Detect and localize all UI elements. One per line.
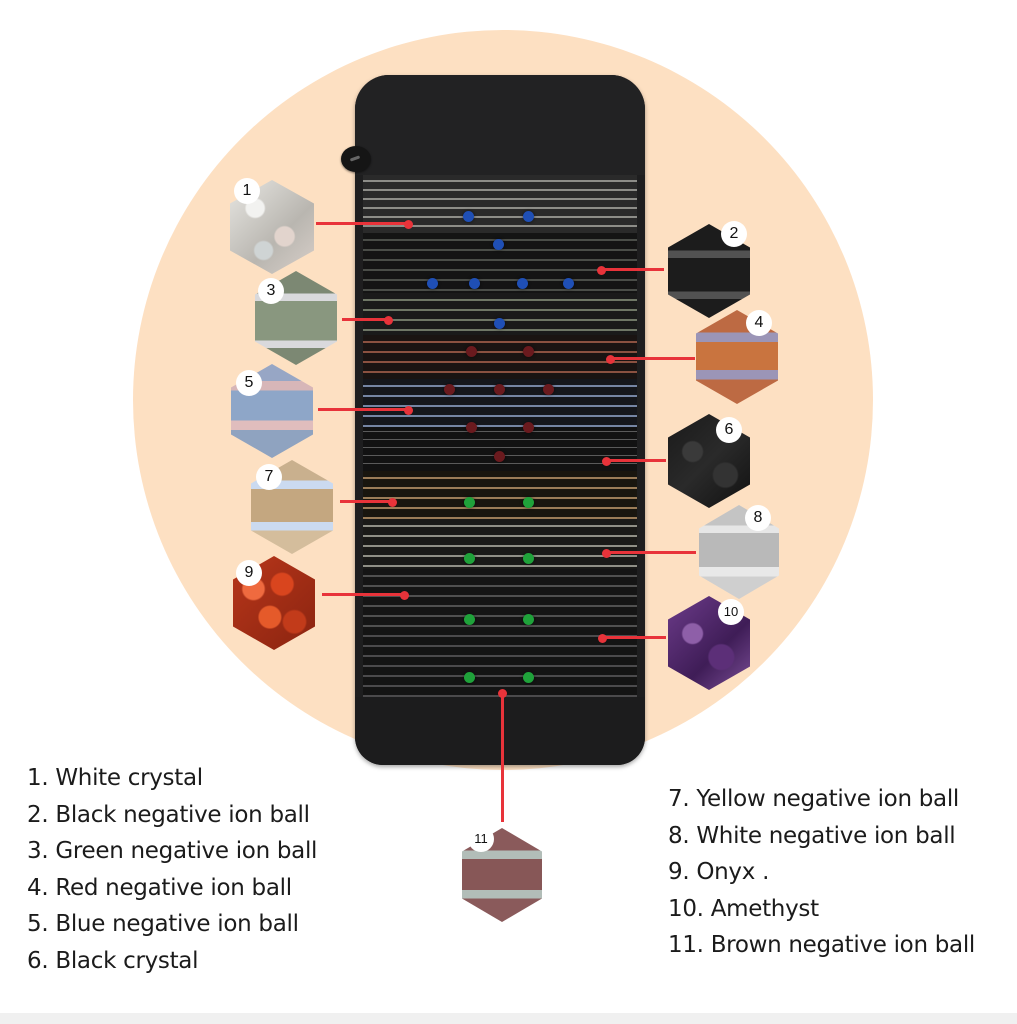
green-ball-icon: [523, 553, 534, 564]
swatch-number-badge: 9: [236, 560, 262, 586]
mat-head-pillow: [355, 75, 645, 175]
swatch-number-badge: 2: [721, 221, 747, 247]
blue-ball-icon: [427, 278, 438, 289]
green-ball-icon: [464, 672, 475, 683]
red-ball-icon: [543, 384, 554, 395]
swatch-number-badge: 11: [468, 826, 494, 852]
blue-ball-icon: [493, 239, 504, 250]
green-ball-icon: [464, 553, 475, 564]
legend-item-5: 5. Blue negative ion ball: [27, 911, 299, 937]
red-ball-icon: [494, 384, 505, 395]
swatch-number-badge: 4: [746, 310, 772, 336]
legend-right: 7. Yellow negative ion ball 8. White neg…: [668, 781, 975, 964]
swatch-number-badge: 1: [234, 178, 260, 204]
swatch-number-badge: 3: [258, 278, 284, 304]
blue-ball-icon: [523, 211, 534, 222]
red-ball-icon: [523, 422, 534, 433]
legend-item-7: 7. Yellow negative ion ball: [668, 786, 960, 812]
blue-ball-icon: [563, 278, 574, 289]
red-ball-icon: [466, 346, 477, 357]
swatch-number-badge: 8: [745, 505, 771, 531]
legend-item-9: 9. Onyx .: [668, 859, 770, 885]
legend-item-4: 4. Red negative ion ball: [27, 874, 292, 901]
band-onyx: [363, 569, 637, 629]
red-ball-icon: [523, 346, 534, 357]
green-ball-icon: [523, 672, 534, 683]
legend-item-11: 11. Brown negative ion ball: [668, 932, 976, 958]
bottom-edge-strip: [0, 1013, 1017, 1024]
band-amethyst: [363, 629, 637, 697]
legend-item-3: 3. Green negative ion ball: [27, 838, 318, 864]
red-ball-icon: [444, 384, 455, 395]
green-ball-icon: [523, 497, 534, 508]
legend-item-2: 2. Black negative ion ball: [27, 801, 310, 828]
swatch-number-badge: 10: [718, 599, 744, 625]
red-ball-icon: [494, 451, 505, 462]
swatch-number-badge: 7: [256, 464, 282, 490]
swatch-number-badge: 6: [716, 417, 742, 443]
green-ball-icon: [523, 614, 534, 625]
legend-item-8: 8. White negative ion ball: [668, 822, 956, 849]
legend-item-10: 10. Amethyst: [668, 895, 819, 922]
blue-ball-icon: [469, 278, 480, 289]
band-black-crystal: [363, 427, 637, 471]
green-ball-icon: [464, 497, 475, 508]
band-red-ion: [363, 335, 637, 379]
legend-item-1: 1. White crystal: [27, 765, 203, 791]
controller-plug-icon: [341, 146, 371, 172]
blue-ball-icon: [517, 278, 528, 289]
legend-item-6: 6. Black crystal: [27, 947, 199, 974]
band-white-ion: [363, 519, 637, 569]
mat-foot-edge: [355, 697, 645, 765]
mat-stone-bands: [363, 175, 637, 697]
green-ball-icon: [464, 614, 475, 625]
red-ball-icon: [466, 422, 477, 433]
band-yellow-ion: [363, 471, 637, 519]
legend-left: 1. White crystal 2. Black negative ion b…: [27, 760, 317, 979]
crystal-mat: [355, 75, 645, 765]
blue-ball-icon: [494, 318, 505, 329]
blue-ball-icon: [463, 211, 474, 222]
swatch-number-badge: 5: [236, 370, 262, 396]
